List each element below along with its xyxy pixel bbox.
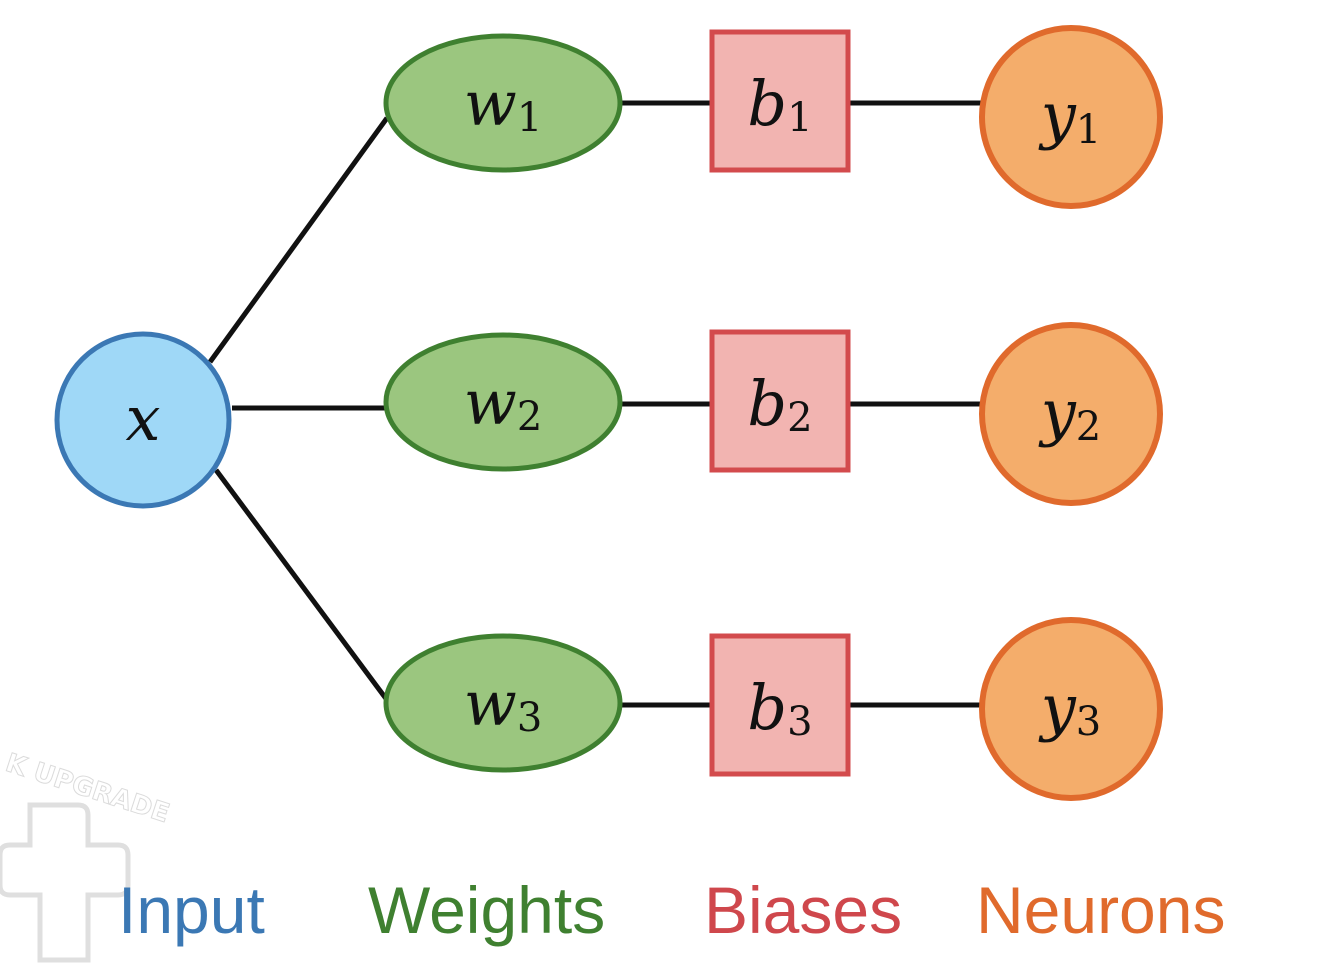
neuron-node-3-label: y3 xyxy=(1038,671,1101,745)
input-node-label: x xyxy=(126,382,161,455)
weight-node-1: w1 xyxy=(383,33,623,173)
bias-node-1-label: b1 xyxy=(747,67,812,141)
bias-node-2-label: b2 xyxy=(747,367,812,441)
legend-neurons: Neurons xyxy=(976,873,1225,947)
input-node: x xyxy=(54,331,232,509)
neuron-node-2: y2 xyxy=(979,322,1163,506)
legend-biases: Biases xyxy=(704,873,902,947)
weight-node-2: w2 xyxy=(383,332,623,472)
neuron-node-1: y1 xyxy=(979,25,1163,209)
neuron-node-1-label: y1 xyxy=(1038,79,1101,153)
bias-node-1: b1 xyxy=(709,29,851,173)
weight-node-3: w3 xyxy=(383,633,623,773)
legend-input: Input xyxy=(118,873,265,947)
neuron-node-3: y3 xyxy=(979,617,1163,801)
weight-node-1-label: w1 xyxy=(464,67,543,141)
watermark-cross-icon xyxy=(0,802,131,963)
bias-node-2: b2 xyxy=(709,329,851,473)
neuron-node-2-label: y2 xyxy=(1038,376,1101,450)
edge-x-w1 xyxy=(207,116,390,364)
legend-weights: Weights xyxy=(368,873,605,947)
weight-node-3-label: w3 xyxy=(464,667,543,741)
bias-node-3: b3 xyxy=(709,633,851,777)
edge-x-w3 xyxy=(213,468,390,702)
weight-node-2-label: w2 xyxy=(464,366,543,440)
bias-node-3-label: b3 xyxy=(747,671,812,745)
